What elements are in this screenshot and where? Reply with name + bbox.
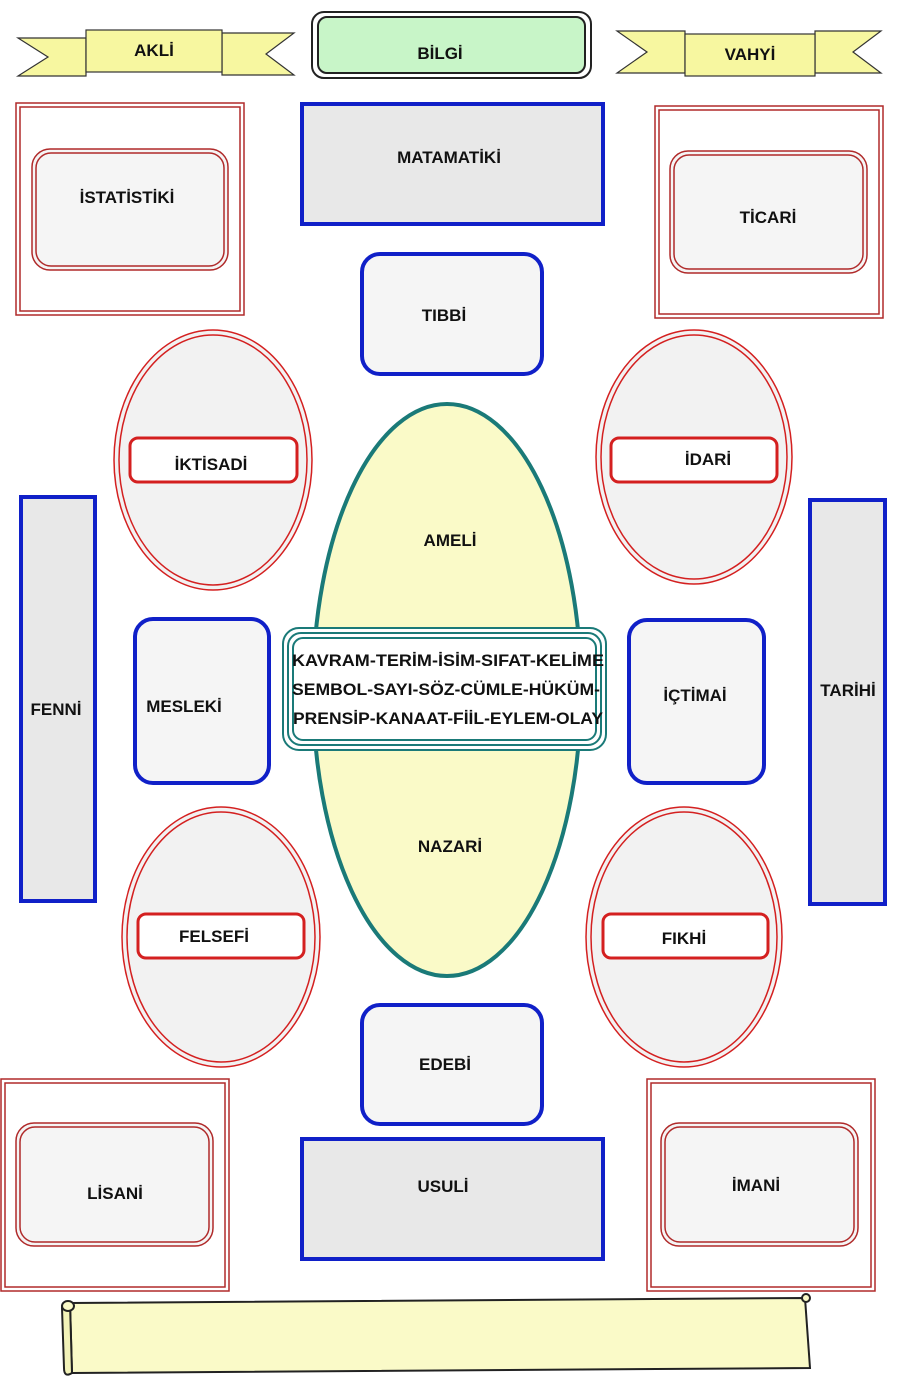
node-fenni-label: FENNİ [31, 700, 82, 719]
node-istatistiki-label: İSTATİSTİKİ [80, 188, 175, 207]
node-lisani-label: LİSANİ [87, 1184, 143, 1203]
node-lisani: LİSANİ [0, 1078, 230, 1292]
node-ictimai-label: İÇTİMAİ [663, 686, 726, 705]
center-line-1: KAVRAM-TERİM-İSİM-SIFAT-KELİME [292, 652, 604, 670]
node-felsefi: FELSEFİ [121, 806, 321, 1068]
center-title: BİLGİ [417, 44, 462, 63]
node-fenni: FENNİ [19, 495, 97, 903]
node-tarihi-label: TARİHİ [820, 681, 875, 700]
node-mesleki: MESLEKİ [133, 617, 271, 785]
node-mesleki-label: MESLEKİ [146, 697, 222, 716]
bottom-scroll [60, 1293, 812, 1376]
node-edebi-label: EDEBİ [419, 1055, 471, 1074]
node-usuli-label: USULİ [418, 1177, 469, 1196]
node-fikhi: FIKHİ [585, 806, 783, 1068]
right-banner-label: VAHYİ [725, 45, 776, 64]
node-felsefi-label: FELSEFİ [179, 927, 249, 946]
node-tarihi: TARİHİ [808, 498, 887, 906]
node-idari-label: İDARİ [685, 450, 731, 469]
node-ictimai: İÇTİMAİ [627, 618, 766, 785]
center-line-2: SEMBOL-SAYI-SÖZ-CÜMLE-HÜKÜM- [292, 680, 600, 699]
node-nazari-label: NAZARİ [418, 837, 482, 856]
node-idari: İDARİ [595, 329, 793, 585]
node-tibbi: TIBBİ [360, 252, 544, 376]
center-concept-box: KAVRAM-TERİM-İSİM-SIFAT-KELİME SEMBOL-SA… [282, 627, 607, 751]
node-istatistiki: İSTATİSTİKİ [15, 102, 245, 316]
node-matamatiki-label: MATAMATİKİ [397, 148, 501, 167]
node-iktisadi-label: İKTİSADİ [175, 455, 248, 474]
center-title-box: BİLGİ [311, 11, 592, 79]
node-ameli-label: AMELİ [424, 531, 477, 550]
node-imani: İMANİ [646, 1078, 876, 1292]
node-ticari: TİCARİ [654, 105, 884, 319]
center-line-3: PRENSİP-KANAAT-FİİL-EYLEM-OLAY [293, 710, 603, 728]
node-imani-label: İMANİ [732, 1176, 780, 1195]
left-banner-label: AKLİ [134, 41, 174, 60]
node-fikhi-label: FIKHİ [662, 929, 706, 948]
node-ticari-label: TİCARİ [740, 208, 797, 227]
node-tibbi-label: TIBBİ [422, 306, 466, 325]
node-usuli: USULİ [300, 1137, 605, 1261]
right-banner: VAHYİ [615, 30, 883, 77]
node-edebi: EDEBİ [360, 1003, 544, 1126]
node-matamatiki: MATAMATİKİ [300, 102, 605, 226]
node-iktisadi: İKTİSADİ [113, 329, 313, 591]
left-banner: AKLİ [15, 29, 296, 77]
